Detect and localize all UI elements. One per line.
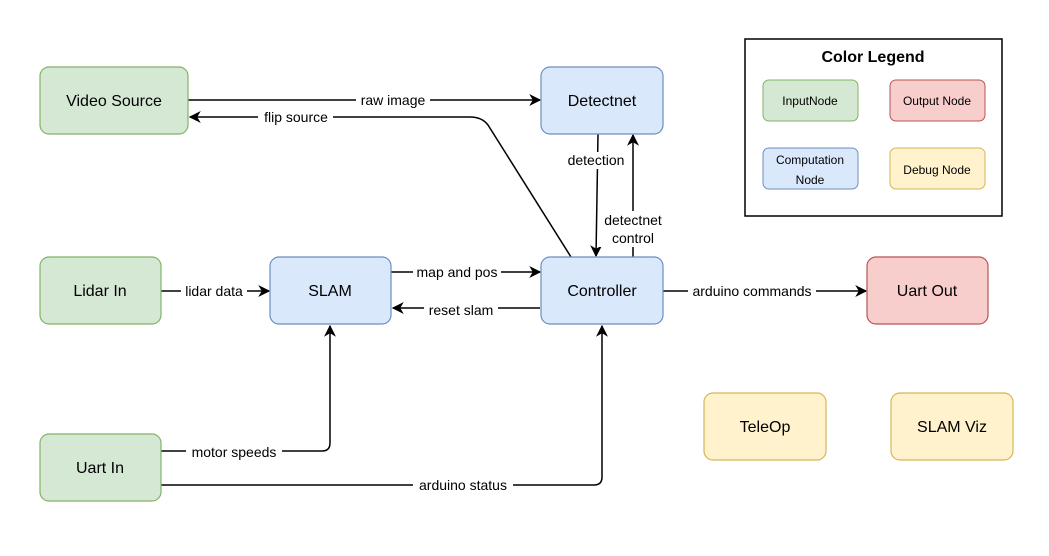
- node-uart-out[interactable]: Uart Out: [866, 256, 989, 325]
- node-detectnet-label: Detectnet: [568, 93, 637, 110]
- legend-debug-node: Debug Node: [903, 163, 971, 177]
- legend-computation-node-line1: Computation: [776, 153, 844, 167]
- node-uart-in-label: Uart In: [76, 460, 124, 477]
- color-legend: Color Legend InputNode Output Node Compu…: [744, 38, 1003, 217]
- node-video-source-label: Video Source: [66, 93, 162, 110]
- node-teleop[interactable]: TeleOp: [703, 392, 827, 461]
- node-controller-label: Controller: [567, 283, 637, 300]
- edge-labels: raw image flip source detection detectne…: [181, 92, 816, 494]
- node-controller[interactable]: Controller: [540, 256, 664, 325]
- legend-input-node: InputNode: [782, 94, 838, 108]
- node-slam[interactable]: SLAM: [269, 256, 392, 325]
- node-uart-out-label: Uart Out: [897, 283, 958, 300]
- node-lidar-in[interactable]: Lidar In: [39, 256, 162, 325]
- label-arduino-status: arduino status: [419, 477, 507, 493]
- node-slam-viz[interactable]: SLAM Viz: [890, 392, 1014, 461]
- label-flip-source: flip source: [264, 109, 328, 125]
- label-motor-speeds: motor speeds: [192, 444, 277, 460]
- label-map-and-pos: map and pos: [417, 264, 498, 280]
- label-arduino-commands: arduino commands: [692, 283, 811, 299]
- node-video-source[interactable]: Video Source: [39, 66, 189, 135]
- node-teleop-label: TeleOp: [740, 419, 791, 436]
- node-detectnet[interactable]: Detectnet: [540, 66, 664, 135]
- edge-motor-speeds: [161, 324, 336, 452]
- label-detection: detection: [568, 152, 625, 168]
- node-uart-in[interactable]: Uart In: [39, 433, 162, 502]
- label-raw-image: raw image: [361, 92, 426, 108]
- label-detectnet-control-line2: control: [612, 230, 654, 246]
- legend-computation-node-line2: Node: [796, 173, 825, 187]
- node-slam-viz-label: SLAM Viz: [917, 419, 987, 436]
- edge-flip-source: [188, 111, 572, 258]
- label-lidar-data: lidar data: [185, 283, 243, 299]
- node-slam-label: SLAM: [308, 283, 352, 300]
- legend-output-node: Output Node: [903, 94, 971, 108]
- label-reset-slam: reset slam: [429, 302, 494, 318]
- edge-arduino-status: [161, 324, 608, 486]
- node-lidar-in-label: Lidar In: [73, 283, 126, 300]
- nodes: Video Source Detectnet Lidar In SLAM Con…: [39, 66, 1014, 502]
- legend-title: Color Legend: [821, 49, 924, 66]
- label-detectnet-control-line1: detectnet: [604, 212, 662, 228]
